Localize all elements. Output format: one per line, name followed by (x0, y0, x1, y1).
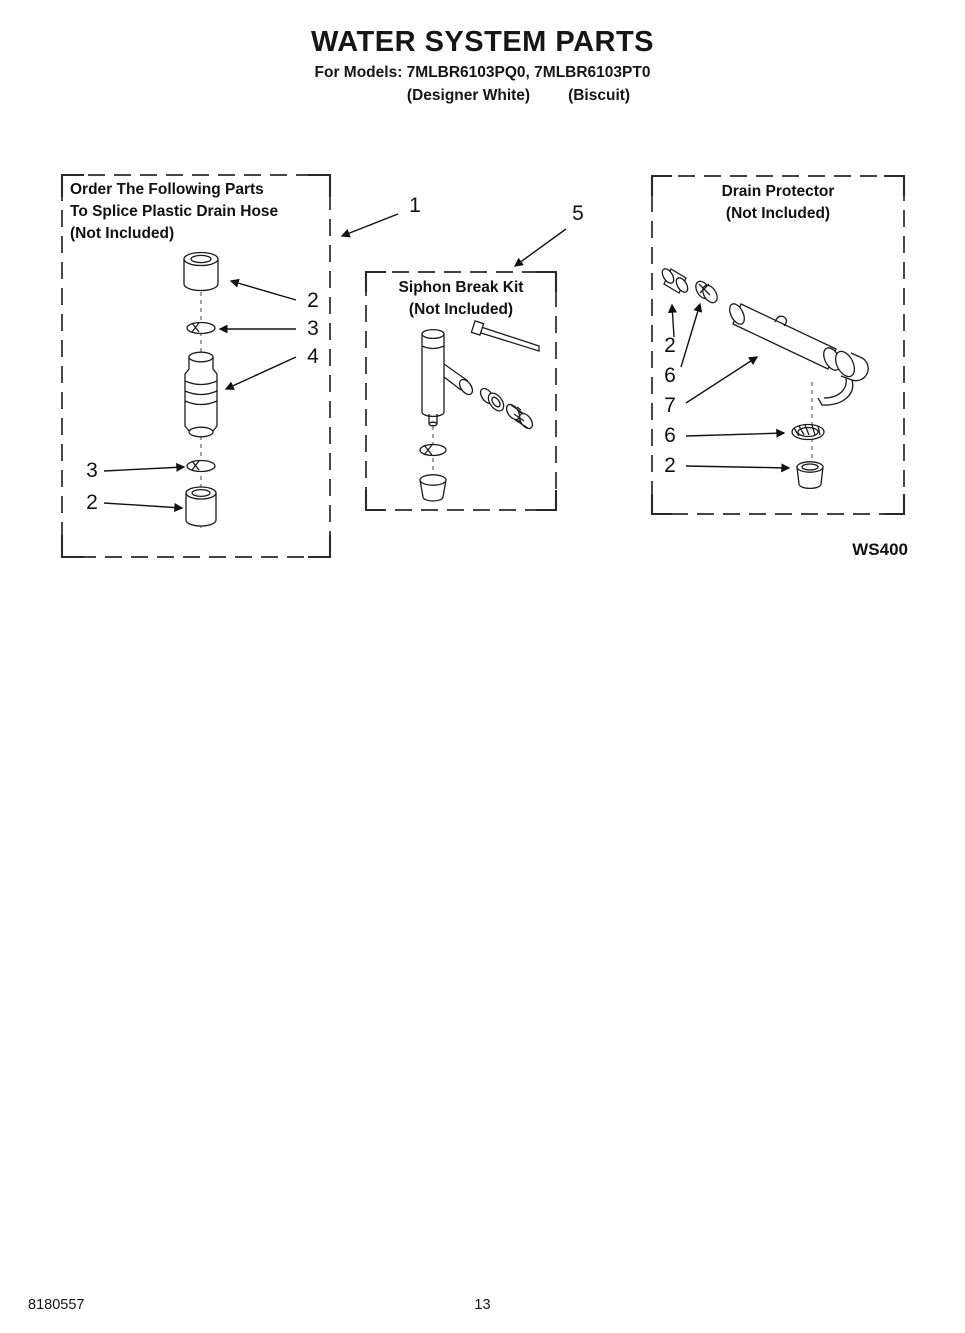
callout-labels: 1 2 3 4 3 2 5 2 6 7 6 2 (86, 194, 676, 514)
diagram-code: WS400 (852, 540, 908, 559)
page-number: 13 (474, 1297, 491, 1313)
finishes-line: (Designer White) (Biscuit) (0, 87, 965, 105)
callout-7-drain-tube: 7 (664, 394, 676, 417)
splice-clamp-bottom-drawing (186, 459, 216, 473)
callout-2-drain-top: 2 (664, 334, 676, 357)
callout-5-siphon: 5 (572, 202, 584, 225)
drain-clamp-bottom-drawing (791, 423, 825, 441)
siphon-cap-drawing (419, 474, 447, 502)
finish-biscuit: (Biscuit) (568, 87, 631, 104)
document-number: 8180557 (28, 1297, 85, 1313)
callout-2-drain-bottom: 2 (664, 454, 676, 477)
drain-clamp-top-drawing (695, 280, 718, 304)
callout-2-splice-bottom: 2 (86, 491, 98, 514)
drain-box-title-line1: Drain Protector (722, 183, 835, 200)
siphon-box-border (364, 270, 558, 512)
splice-clamp-top-drawing (186, 321, 216, 335)
splice-parts-illustration (183, 251, 219, 528)
parts-diagram: Order The Following Parts To Splice Plas… (60, 173, 908, 559)
callout-4-splice-tube: 4 (307, 345, 319, 368)
splice-coupler-bottom-drawing (185, 486, 217, 527)
splice-box-border (60, 173, 332, 559)
drain-tube-drawing (729, 303, 869, 406)
splice-box-title-line1: Order The Following Parts (70, 181, 264, 198)
siphon-box-title-line2: (Not Included) (409, 301, 513, 318)
siphon-box-title-line1: Siphon Break Kit (399, 279, 524, 296)
callout-6-drain-top: 6 (664, 364, 676, 387)
splice-box-title-line2: To Splice Plastic Drain Hose (70, 203, 279, 220)
callout-3-splice-bottom: 3 (86, 459, 98, 482)
callout-1: 1 (409, 194, 421, 217)
drain-box-title-line2: (Not Included) (726, 205, 830, 222)
callout-6-drain-bottom: 6 (664, 424, 676, 447)
siphon-washer-drawing (479, 387, 505, 412)
splice-box-title-line3: (Not Included) (70, 225, 174, 242)
siphon-nut-drawing (505, 403, 534, 430)
callout-arrows (103, 213, 791, 513)
page-title: WATER SYSTEM PARTS (310, 26, 655, 58)
siphon-clamp-drawing (419, 443, 447, 457)
callout-2-splice-top: 2 (307, 289, 319, 312)
callout-3-splice-top: 3 (307, 317, 319, 340)
splice-tube-drawing (184, 351, 218, 438)
siphon-tube-drawing (421, 328, 474, 427)
drain-cap-drawing (796, 461, 824, 490)
siphon-parts-illustration (419, 320, 540, 502)
finish-designer-white: (Designer White) (406, 87, 531, 104)
drain-coupler-top-drawing (661, 268, 689, 294)
models-line: For Models: 7MLBR6103PQ0, 7MLBR6103PT0 (314, 64, 651, 81)
drain-box-border (650, 174, 906, 516)
splice-coupler-top-drawing (183, 251, 219, 292)
drain-protector-illustration (661, 268, 869, 490)
cable-tie-drawing (470, 320, 540, 352)
